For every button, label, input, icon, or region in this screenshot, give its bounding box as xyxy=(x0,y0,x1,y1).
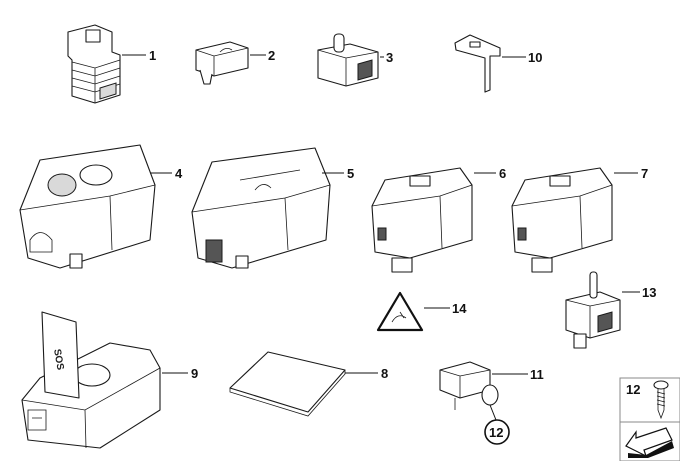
part-8-pad[interactable] xyxy=(229,351,346,417)
part-6-switch[interactable] xyxy=(371,167,473,273)
callout-12-box[interactable]: 12 xyxy=(626,382,640,397)
callout-4[interactable]: 4 xyxy=(175,166,183,181)
callout-3[interactable]: 3 xyxy=(386,50,393,65)
callout-5[interactable]: 5 xyxy=(347,166,354,181)
callout-12-circle xyxy=(484,419,510,445)
callout-9[interactable]: 9 xyxy=(191,366,198,381)
part-13-push-switch[interactable] xyxy=(565,271,621,349)
callout-7[interactable]: 7 xyxy=(641,166,648,181)
part-4-switch-panel[interactable] xyxy=(19,144,156,269)
screw-legend-box: 12 xyxy=(619,377,680,461)
part-3-push-switch[interactable] xyxy=(317,33,379,87)
callout-1[interactable]: 1 xyxy=(149,48,156,63)
callout-12-circled[interactable]: 12 xyxy=(489,425,503,440)
callout-10[interactable]: 10 xyxy=(528,50,542,65)
callout-8[interactable]: 8 xyxy=(381,366,388,381)
leader-12 xyxy=(489,404,497,421)
callout-2[interactable]: 2 xyxy=(268,48,275,63)
part-7-switch[interactable] xyxy=(511,167,613,273)
callout-13[interactable]: 13 xyxy=(642,285,656,300)
part-11-sensor[interactable] xyxy=(439,361,499,410)
part-14-warning-label[interactable] xyxy=(376,291,424,332)
screw-icon xyxy=(653,380,669,420)
part-2-switch[interactable] xyxy=(195,41,249,85)
arrow-icon xyxy=(625,427,674,458)
card-sos-text: SOS xyxy=(51,348,66,371)
part-10-bracket[interactable] xyxy=(454,34,501,93)
callout-6[interactable]: 6 xyxy=(499,166,506,181)
callout-14[interactable]: 14 xyxy=(452,301,467,316)
part-9-sos-switch[interactable]: SOS xyxy=(21,311,161,449)
callout-11[interactable]: 11 xyxy=(530,367,544,382)
part-5-switch-panel[interactable] xyxy=(191,147,331,269)
part-1-connector[interactable] xyxy=(67,24,121,104)
